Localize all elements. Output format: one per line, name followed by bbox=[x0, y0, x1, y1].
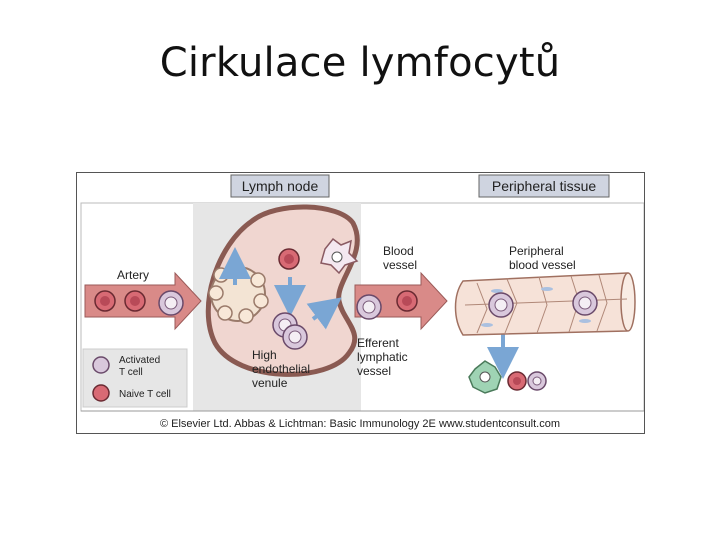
activated-t-cell bbox=[572, 290, 598, 316]
lymphocyte-circulation-figure: Lymph node Peripheral tissue Artery Bloo… bbox=[76, 172, 645, 434]
legend-activated-line1: Activated bbox=[119, 355, 160, 366]
peripheral-blood-vessel bbox=[454, 272, 636, 336]
activated-t-cell bbox=[488, 292, 514, 318]
naive-t-cell bbox=[94, 290, 116, 312]
label-artery: Artery bbox=[117, 268, 149, 282]
label-efferent-line1: Efferent bbox=[357, 336, 399, 350]
naive-t-cell bbox=[124, 290, 146, 312]
label-hev-line1: High bbox=[252, 348, 277, 362]
header-lymph-node: Lymph node bbox=[230, 174, 330, 198]
legend-naive-swatch bbox=[92, 384, 110, 402]
legend: Activated T cell Naive T cell bbox=[82, 348, 188, 408]
label-peripheral-vessel-line1: Peripheral bbox=[509, 244, 564, 258]
label-blood-vessel-line1: Blood bbox=[383, 244, 414, 258]
activated-t-cell bbox=[356, 294, 382, 320]
label-peripheral-vessel-line2: blood vessel bbox=[509, 258, 576, 272]
naive-t-cell bbox=[507, 371, 527, 391]
legend-activated-line2: T cell bbox=[119, 367, 143, 378]
slide-title: Cirkulace lymfocytů bbox=[159, 40, 561, 86]
naive-t-cell bbox=[278, 248, 300, 270]
activated-t-cell bbox=[158, 290, 184, 316]
label-efferent-line3: vessel bbox=[357, 364, 391, 378]
header-peripheral-tissue: Peripheral tissue bbox=[478, 174, 610, 198]
apc-cell-tissue bbox=[468, 360, 502, 394]
label-hev-line2: endothelial bbox=[252, 362, 310, 376]
label-hev-line3: venule bbox=[252, 376, 288, 390]
header-lymph-node-label: Lymph node bbox=[242, 178, 319, 194]
diagram-canvas: Lymph node Peripheral tissue Artery Bloo… bbox=[80, 174, 644, 430]
label-blood-vessel-line2: vessel bbox=[383, 258, 417, 272]
dendritic-cell-node bbox=[320, 237, 359, 275]
figure-credit: © Elsevier Ltd. Abbas & Lichtman: Basic … bbox=[160, 418, 560, 430]
header-peripheral-tissue-label: Peripheral tissue bbox=[492, 178, 596, 194]
flow-arrow-exit bbox=[306, 297, 342, 330]
label-efferent-line2: lymphatic bbox=[357, 350, 408, 364]
activated-t-cell bbox=[282, 324, 308, 350]
legend-activated-swatch bbox=[92, 356, 110, 374]
activated-t-cell bbox=[527, 371, 547, 391]
legend-naive-label: Naive T cell bbox=[119, 389, 171, 400]
naive-t-cell bbox=[396, 290, 418, 312]
